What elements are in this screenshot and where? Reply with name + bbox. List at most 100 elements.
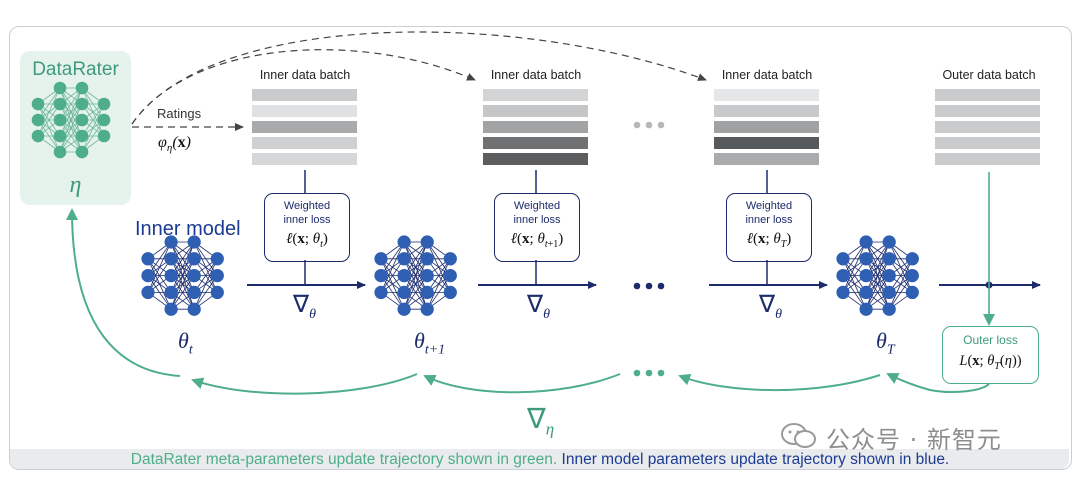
inner-loss-line1: Weighted: [513, 200, 561, 212]
network-node: [53, 129, 67, 143]
caption-bar: [10, 449, 1069, 469]
network-node: [443, 268, 457, 283]
batch-stripe: [483, 153, 588, 165]
inner-model-network-icon: [141, 235, 224, 316]
network-node: [75, 113, 89, 127]
green-grad-arrow-datarater: [66, 208, 181, 377]
wechat-icon: [781, 423, 816, 448]
green-ellipsis-dot: [633, 369, 641, 377]
batch-ellipsis-dot: [645, 121, 653, 129]
network-node: [374, 252, 388, 266]
caption-blue: Inner model parameters update trajectory…: [561, 451, 950, 468]
network-node: [420, 235, 434, 249]
outer-loss-formula: L(x; θT(η)): [959, 353, 1022, 372]
network-node: [31, 129, 45, 143]
datarater-network-icon: [31, 81, 111, 159]
batch-stripe: [483, 137, 588, 149]
datarater-panel: [20, 51, 131, 205]
network-node: [859, 235, 873, 249]
network-node: [53, 113, 67, 127]
network-node: [187, 252, 201, 266]
datarater-title: DataRater: [32, 59, 119, 80]
outer-loss-return: [886, 373, 990, 393]
network-node: [836, 252, 850, 266]
grad-theta-label-3: ∇θ: [759, 292, 782, 322]
network-node: [187, 302, 201, 316]
inner-model-network-icon: [374, 235, 457, 316]
ratings-label: Ratings: [157, 106, 202, 121]
batch-stripe: [483, 121, 588, 133]
network-node: [210, 285, 224, 300]
batch-stripe: [483, 89, 588, 101]
network-node: [97, 129, 111, 143]
outer-loss-box: Outer loss L(x; θT(η)): [942, 326, 1039, 384]
network-node: [397, 285, 411, 300]
network-node: [164, 302, 178, 316]
batch-stripe: [714, 121, 819, 133]
inner-loss-box-1: Weighted inner loss ℓ(x; θt): [264, 193, 350, 262]
inner-loss-formula: ℓ(x; θt+1): [510, 231, 564, 250]
green-grad-arrow-3: [678, 373, 881, 392]
batch-stripe: [252, 121, 357, 133]
caption: DataRater meta-parameters update traject…: [0, 451, 1080, 469]
ellipsis-dot: [633, 282, 641, 290]
network-node: [75, 97, 89, 111]
network-node: [882, 252, 896, 266]
batch-stripe: [714, 89, 819, 101]
ellipsis-dot: [645, 282, 653, 290]
network-node: [187, 268, 201, 283]
network-node: [882, 285, 896, 300]
grad-theta-label-1: ∇θ: [293, 292, 316, 322]
network-node: [141, 285, 155, 300]
network-node: [859, 302, 873, 316]
inner-loss-formula: ℓ(x; θt): [286, 231, 328, 250]
green-grad-arrow-2: [423, 373, 621, 394]
network-node: [905, 252, 919, 266]
network-node: [141, 252, 155, 266]
dashed-arrow-batch3: [131, 31, 707, 125]
network-node: [420, 268, 434, 283]
network-node: [141, 268, 155, 283]
batch-stripe: [714, 105, 819, 117]
network-node: [905, 285, 919, 300]
network-node: [53, 97, 67, 111]
batch-stripe: [252, 137, 357, 149]
watermark-text: 公众号 · 新智元: [826, 426, 1002, 454]
inner-loss-formula: ℓ(x; θT): [746, 231, 792, 250]
green-ellipsis-dot: [645, 369, 653, 377]
network-node: [374, 268, 388, 283]
network-node: [31, 113, 45, 127]
network-node: [75, 81, 89, 95]
batch-stripe: [935, 105, 1040, 117]
batch-ellipsis-dot: [657, 121, 665, 129]
phi-label: φη(x): [158, 134, 191, 155]
theta-T-label: θT: [876, 328, 895, 358]
network-node: [397, 302, 411, 316]
dashed-arrow-batch2: [131, 49, 476, 125]
network-node: [397, 268, 411, 283]
grad-eta-label: ∇η: [527, 404, 555, 439]
network-node: [859, 268, 873, 283]
batch-stripe: [252, 153, 357, 165]
ellipsis-dot: [657, 282, 665, 290]
grad-theta-label-2: ∇θ: [527, 292, 550, 322]
network-node: [420, 252, 434, 266]
network-node: [53, 81, 67, 95]
network-node: [905, 268, 919, 283]
green-ellipsis-dot: [657, 369, 665, 377]
network-node: [836, 268, 850, 283]
network-node: [420, 285, 434, 300]
batch-stripe: [252, 105, 357, 117]
theta-t1-label: θt+1: [414, 328, 446, 358]
network-node: [97, 97, 111, 111]
network-node: [443, 252, 457, 266]
inner-loss-line1: Weighted: [283, 200, 331, 212]
batch-stripe: [935, 121, 1040, 133]
theta-t-label: θt: [178, 328, 193, 358]
network-node: [443, 285, 457, 300]
network-node: [836, 285, 850, 300]
network-node: [75, 129, 89, 143]
inner-model-network-icon: [836, 235, 919, 316]
caption-green: DataRater meta-parameters update traject…: [130, 451, 558, 468]
